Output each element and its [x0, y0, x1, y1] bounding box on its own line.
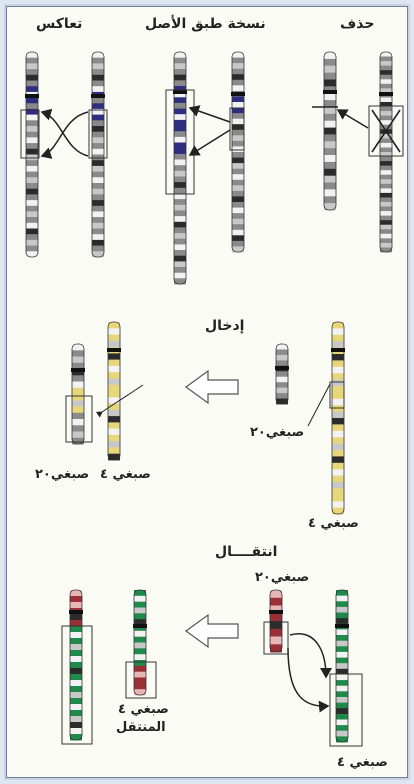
insertion-result-chr20 — [71, 343, 85, 445]
translocation-result-chr4 — [133, 589, 147, 696]
translocated-chr-label-2: المنتقل — [116, 720, 166, 735]
translocation-result-chr20 — [69, 589, 83, 741]
translocation-source-chr20 — [269, 589, 283, 653]
insertion-result-chr4-label: صبغي ٤ — [100, 467, 151, 482]
deletion-chr-left — [323, 51, 337, 211]
duplication-arrow-1 — [188, 105, 231, 123]
inversion-chr-right — [91, 51, 105, 258]
translocated-chr-label-1: صبغي ٤ — [118, 702, 169, 717]
deletion-title: حذف — [340, 16, 375, 32]
translocation-source-chr4 — [335, 589, 349, 743]
insertion-source-chr20 — [275, 343, 289, 405]
translocation-chr20-box — [263, 621, 289, 655]
translocation-chr4-box — [329, 673, 363, 747]
duplication-source-box — [229, 107, 245, 151]
duplication-title: نسخة طبق الأصل — [145, 16, 266, 32]
translocation-chr4-label: صبغي ٤ — [337, 755, 388, 770]
translocation-hollow-arrow — [184, 613, 239, 649]
inversion-arrow-1 — [40, 111, 89, 159]
insertion-result-box — [65, 395, 93, 443]
duplication-chr-left — [173, 51, 187, 285]
translocation-result-box-left — [61, 625, 93, 745]
inversion-box-right — [88, 109, 108, 159]
insertion-result-chr4 — [107, 321, 121, 461]
inversion-arrow-2 — [40, 108, 89, 157]
insertion-source-box — [329, 381, 345, 409]
duplication-result-box — [165, 89, 195, 195]
insertion-source-leader — [307, 383, 331, 427]
deletion-arrow — [336, 109, 369, 129]
insertion-hollow-arrow — [184, 369, 239, 405]
insertion-leader-line — [95, 384, 144, 418]
duplication-chr-right — [231, 51, 245, 253]
translocation-arrow-2 — [287, 647, 330, 713]
insertion-chr4-label: صبغي ٤ — [308, 516, 359, 531]
inversion-box-left — [20, 109, 40, 159]
translocation-title: انتقــــال — [215, 544, 278, 560]
deletion-segment-box — [368, 105, 404, 157]
inversion-title: تعاكس — [36, 16, 83, 32]
insertion-chr20-label: صبغي٢٠ — [250, 425, 305, 440]
insertion-result-chr20-label: صبغي٢٠ — [35, 467, 90, 482]
inversion-chr-left — [25, 51, 39, 258]
translocation-chr20-label: صبغي٢٠ — [255, 570, 310, 585]
translocation-result-box-right — [125, 661, 157, 699]
duplication-arrow-2 — [188, 129, 231, 156]
insertion-source-chr4 — [331, 321, 345, 515]
deletion-chr-right — [379, 51, 393, 253]
insertion-title: إدخال — [205, 318, 245, 334]
translocation-arrow-1 — [289, 633, 332, 679]
deletion-cross-line-2 — [371, 109, 401, 153]
